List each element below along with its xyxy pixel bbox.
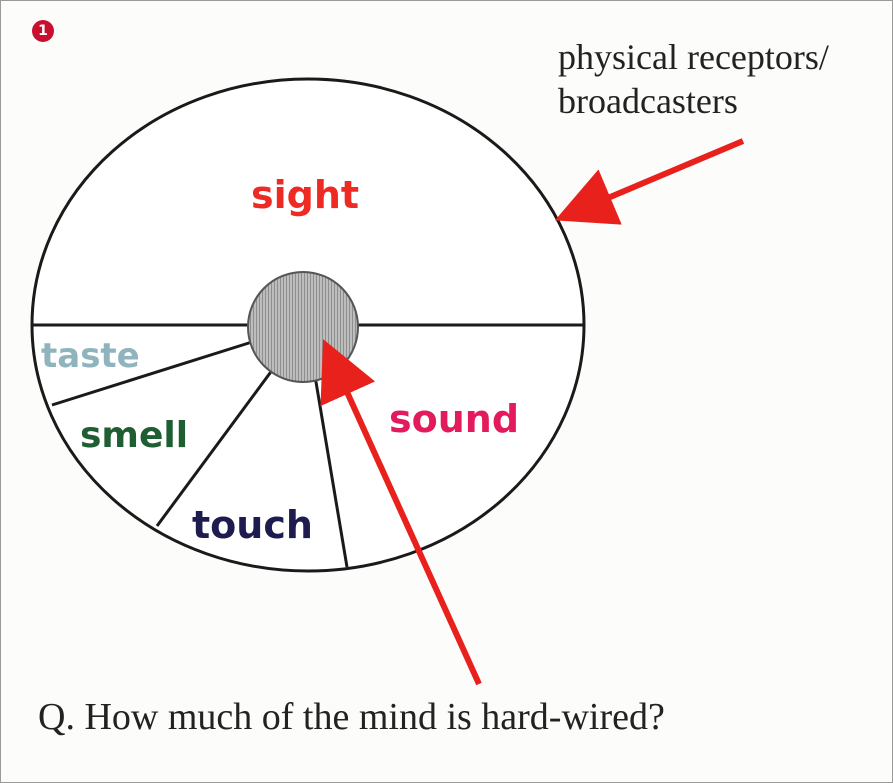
label-sight: sight: [251, 173, 359, 217]
arrow-to-core: [320, 339, 482, 686]
arrow-to-ellipse: [554, 138, 745, 225]
mind-core: [247, 271, 359, 383]
divider-touch-sound: [313, 375, 349, 568]
label-touch: touch: [192, 503, 313, 547]
label-smell: smell: [80, 415, 188, 456]
annotation-line-1: physical receptors/: [558, 37, 829, 77]
divider-smell-touch: [155, 368, 275, 527]
number-badge: 1: [32, 20, 54, 42]
annotation-line-2: broadcasters: [558, 81, 738, 121]
label-sound: sound: [389, 397, 519, 441]
divider-taste-smell: [51, 340, 253, 407]
question-text: Q. How much of the mind is hard-wired?: [38, 696, 665, 738]
label-taste: taste: [41, 336, 140, 376]
